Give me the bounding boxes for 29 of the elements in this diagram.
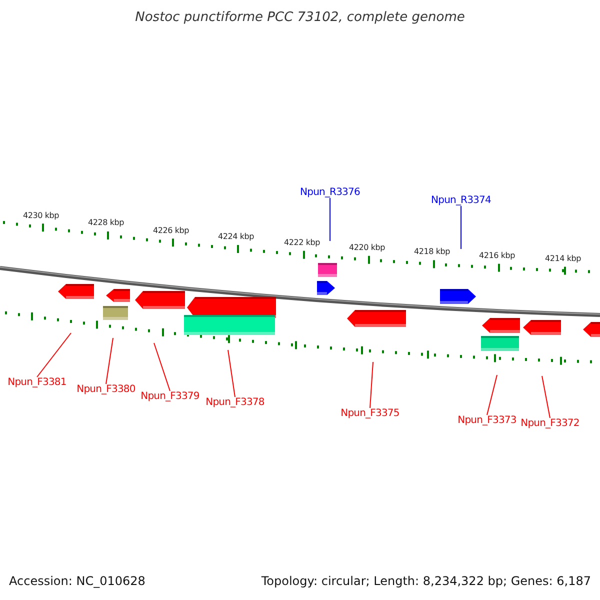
scale-label: 4218 kbp — [414, 247, 450, 258]
leader-line — [154, 342, 170, 392]
scale-label: 4216 kbp — [478, 250, 516, 261]
leader-line — [36, 332, 72, 378]
scale-label: 4228 kbp — [88, 218, 124, 228]
leader-line — [106, 338, 114, 384]
scale-label: 4214 kbp — [544, 254, 582, 264]
scale-label: 4226 kbp — [152, 226, 190, 236]
leader-line — [370, 362, 374, 408]
gene-label: Npun_R3376 — [300, 186, 360, 199]
leader-line — [460, 206, 462, 250]
scale-label: 4230 kbp — [22, 210, 60, 221]
accession-text: Accession: NC_010628 — [9, 574, 146, 588]
genome-summary-text: Topology: circular; Length: 8,234,322 bp; Genes: 6,187 — [261, 574, 591, 588]
scale-label: 4224 kbp — [218, 232, 254, 242]
leader-line — [486, 374, 498, 416]
gene-label: Npun_F3380 — [76, 383, 136, 396]
gene-label: Npun_F3378 — [206, 396, 264, 409]
leader-line — [228, 350, 236, 398]
scale-label: 4222 kbp — [284, 238, 320, 248]
gene-label: Npun_F3381 — [8, 376, 66, 389]
gene-label: Npun_F3372 — [520, 417, 580, 430]
gene-label: Npun_R3374 — [431, 194, 491, 207]
title: Nostoc punctiforme PCC 73102, complete genome — [134, 10, 466, 25]
leader-line — [542, 376, 550, 418]
gene-label: Npun_F3375 — [340, 407, 400, 420]
gene-label: Npun_F3373 — [458, 414, 516, 427]
scale-label: 4220 kbp — [348, 242, 386, 253]
gene-label: Npun_F3379 — [140, 390, 200, 403]
